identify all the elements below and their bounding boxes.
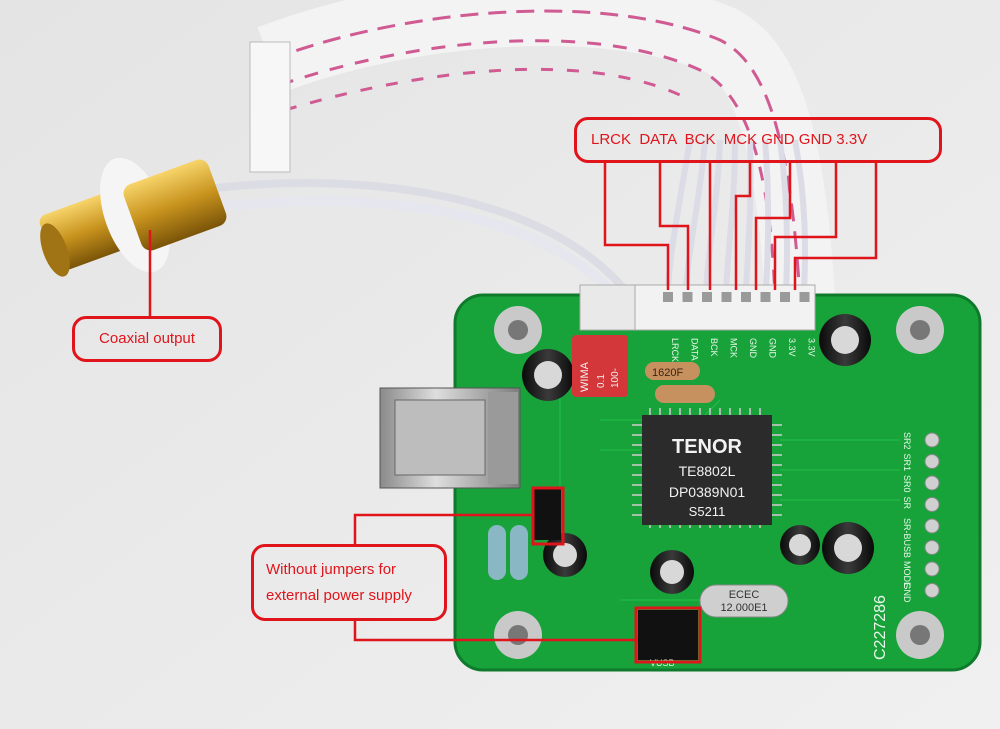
header-pin (741, 292, 751, 302)
jumper-label-1: Without jumpers for (266, 561, 397, 578)
side-pad-label: USB (902, 540, 912, 559)
resistor-code: 1620F (652, 367, 683, 379)
main-chip: TENOR TE8802L DP0389N01 S5211 (632, 408, 782, 528)
annotation-lines (148, 162, 878, 642)
header-pin (780, 292, 790, 302)
cap-voltage: 100- (610, 368, 621, 388)
board-code: C227286 (872, 595, 889, 660)
header-pin (682, 292, 693, 302)
chip-brand: TENOR (672, 436, 743, 458)
usb-connector (379, 387, 521, 489)
coax-callout: Coaxial output (72, 316, 222, 362)
header-pin-label: GND (768, 338, 778, 359)
chip-lot: DP0389N01 (669, 484, 745, 500)
crystal-brand: ECEC (729, 589, 760, 601)
cap-value: 0.1 (596, 374, 607, 388)
header-pin (760, 292, 771, 302)
side-pad (924, 432, 940, 448)
header-pin (721, 292, 732, 302)
coax-wire (189, 196, 614, 294)
side-pad-label: SR (902, 497, 912, 510)
side-pad-label: MODE (902, 561, 912, 588)
side-pad (924, 561, 940, 577)
jumper-callout: Without jumpers for external power suppl… (251, 544, 447, 621)
side-pad (924, 518, 940, 534)
header-pin-label: GND (748, 338, 758, 359)
pin-header (579, 284, 816, 331)
header-pin-label: LRCK (670, 338, 680, 362)
coax-label: Coaxial output (99, 330, 195, 347)
jumper-label-2: external power supply (266, 587, 412, 604)
side-pad (924, 497, 940, 512)
jumper-highlight (531, 486, 565, 546)
pin-labels-callout: LRCK DATA BCK MCK GND GND 3.3V (574, 117, 942, 163)
header-pin-label: 3.3V (787, 338, 797, 357)
crystal: ECEC 12.000E1 (699, 584, 789, 618)
header-pin-label: 3.3V (807, 338, 817, 357)
chip-code: S5211 (689, 504, 726, 519)
header-pin (663, 292, 673, 302)
header-pin-label: MCK (729, 338, 739, 358)
side-pad (924, 540, 940, 555)
rca-connector (39, 157, 227, 277)
side-pad-label: GND (902, 583, 912, 604)
side-pad-label: SR1 (902, 454, 912, 472)
side-pad (924, 583, 940, 598)
side-pad-label: SR-B (902, 518, 912, 540)
crystal-frequency: 12.000E1 (720, 602, 767, 614)
cap-brand: WIMA (579, 361, 591, 392)
chip-model: TE8802L (679, 463, 736, 479)
side-pad (924, 475, 940, 491)
vusb-highlight (634, 606, 702, 664)
side-pad-label: SR0 (902, 475, 912, 493)
side-pad-label: SR2 (902, 432, 912, 450)
pin-labels-text: LRCK DATA BCK MCK GND GND 3.3V (591, 131, 868, 148)
electrolytic-capacitors (522, 314, 874, 594)
side-pad (924, 454, 940, 469)
header-pin (799, 292, 810, 302)
header-pin (702, 292, 712, 302)
film-capacitor: WIMA 0.1 100- (572, 335, 628, 397)
header-pin-label: DATA (690, 338, 700, 361)
header-pin-label: BCK (709, 338, 719, 357)
resistors: 1620F (488, 362, 715, 580)
